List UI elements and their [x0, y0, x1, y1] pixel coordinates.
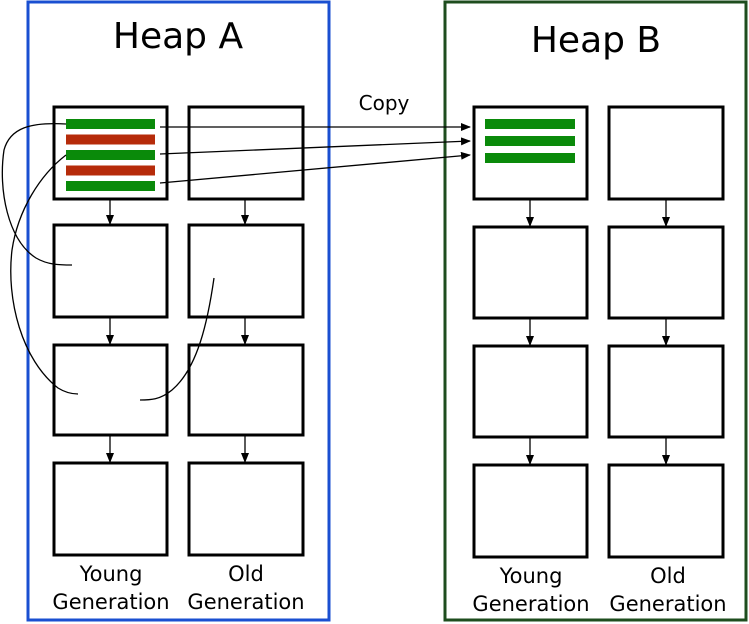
copy-arrow-2 — [159, 137, 471, 155]
heap-b-old-label-line1: Old — [650, 564, 686, 588]
heap-a-young-region-4 — [52, 461, 169, 557]
heap-a-young-label-line2: Generation — [52, 590, 169, 614]
heap-b-live-object-1 — [485, 119, 575, 129]
copy-arrow-3 — [159, 151, 471, 184]
heap-b-young-label-line2: Generation — [472, 592, 589, 616]
heap-b-young-label-line1: Young — [499, 564, 563, 588]
heap-b-live-object-3 — [485, 153, 575, 163]
heap-a-old-region-1 — [187, 105, 305, 201]
heap-b-container — [443, 0, 748, 622]
heap-b-old-region-1 — [607, 105, 725, 201]
heap-b-young-region-2 — [472, 225, 589, 320]
heap-a-title: Heap A — [113, 16, 244, 57]
heap-a-old-label-line2: Generation — [187, 590, 304, 614]
heap-a-dead-object-4 — [66, 165, 155, 176]
heap-a-live-object-5 — [66, 181, 155, 191]
heap-a-old-label-line1: Old — [228, 562, 264, 586]
heap-a-young-region-2 — [52, 223, 169, 319]
heap-b-live-object-2 — [485, 136, 575, 146]
heap-b-old-region-4 — [607, 463, 725, 559]
copy-label: Copy — [359, 91, 410, 115]
heap-a-live-object-1 — [66, 119, 155, 129]
reference-curve-2 — [10, 154, 79, 395]
heap-a-young-region-3 — [52, 343, 169, 437]
heap-b-old-region-3 — [607, 344, 725, 439]
heap-a-old-region-3 — [187, 343, 305, 437]
heap-a-dead-object-2 — [66, 134, 155, 145]
heap-b-title: Heap B — [531, 20, 661, 61]
reference-curve-1 — [1, 122, 73, 266]
heap-a-object-list — [66, 119, 155, 191]
heap-b-young-region-4 — [472, 463, 589, 559]
heap-b-object-list — [485, 119, 575, 163]
heap-b-young-region-3 — [472, 344, 589, 439]
heap-a-old-region-2 — [187, 223, 305, 319]
heap-b-old-label-line2: Generation — [609, 592, 726, 616]
heap-a-container — [26, 0, 331, 622]
reference-curve-3 — [139, 277, 215, 401]
heap-a-live-object-3 — [66, 150, 155, 160]
heap-a-old-region-4 — [187, 461, 305, 557]
heap-a-young-label-line1: Young — [79, 562, 143, 586]
heap-b-old-region-2 — [607, 225, 725, 320]
